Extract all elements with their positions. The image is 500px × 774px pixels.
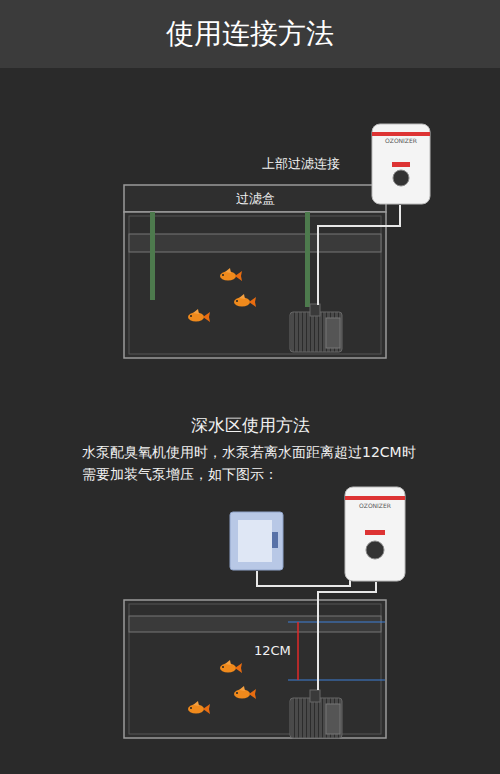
node-label: 过滤盒 bbox=[236, 192, 275, 205]
section-heading: 深水区使用方法 bbox=[191, 414, 310, 437]
dimension-label: 12CM bbox=[252, 643, 293, 658]
filter-box: 过滤盒 bbox=[124, 185, 386, 212]
connection-note: 上部过滤连接 bbox=[262, 155, 340, 173]
instruction-text: 水泵配臭氧机使用时，水泵若离水面距离超过12CM时 需要加装气泵增压，如下图示： bbox=[82, 442, 418, 485]
ozonizer: OZONIZER bbox=[372, 124, 430, 204]
ozonizer: OZONIZER bbox=[345, 487, 405, 581]
node-label: OZONIZER bbox=[385, 138, 417, 144]
node-label: OZONIZER bbox=[359, 503, 391, 509]
page-title: 使用连接方法 bbox=[166, 15, 334, 53]
